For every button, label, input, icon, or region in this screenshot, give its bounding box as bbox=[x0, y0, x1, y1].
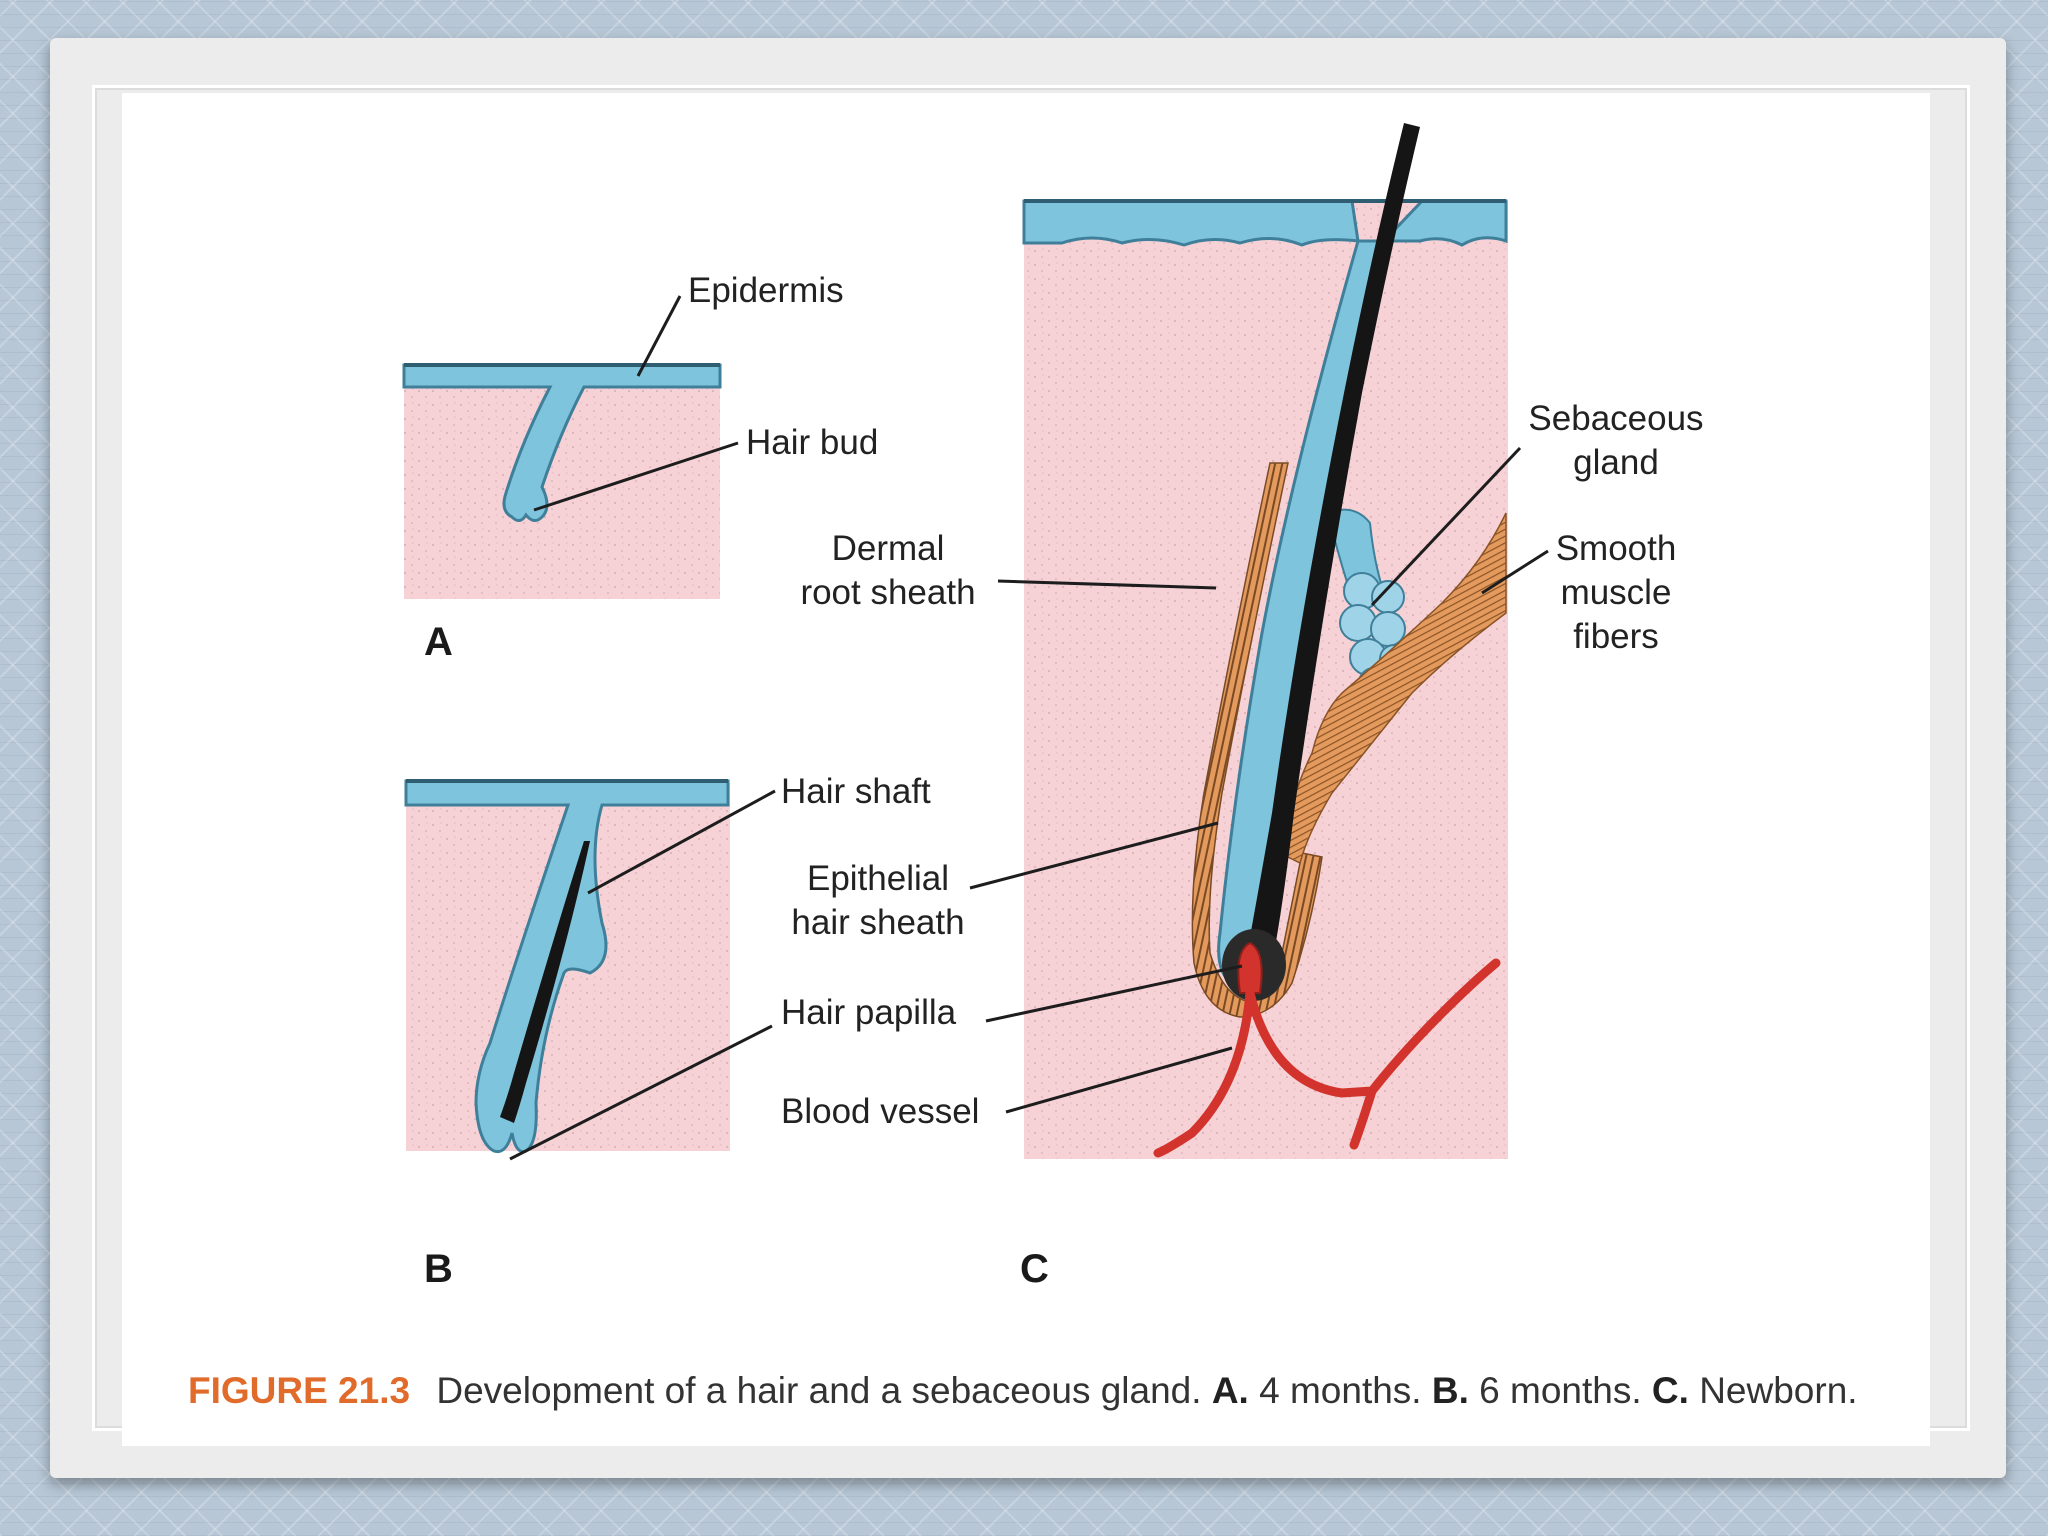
panel-a-epidermis bbox=[402, 363, 722, 522]
label-hair-shaft: Hair shaft bbox=[781, 772, 931, 811]
panel-c-illustration bbox=[1022, 123, 1508, 1159]
caption-b-text: 6 months. bbox=[1479, 1370, 1642, 1411]
caption-text: Development of a hair and a sebaceous gl… bbox=[436, 1370, 1202, 1411]
label-hair-bud: Hair bud bbox=[746, 423, 878, 462]
caption-c-label: C. bbox=[1651, 1370, 1689, 1411]
caption-c-text: Newborn. bbox=[1699, 1370, 1858, 1411]
panel-c-dermal-root-sheath bbox=[1191, 462, 1323, 1018]
label-smooth-muscle-line2: muscle bbox=[1561, 573, 1672, 612]
figure-number: FIGURE 21.3 bbox=[188, 1370, 411, 1411]
leader-sebaceous-gland bbox=[1370, 446, 1522, 607]
leader-hair-bud bbox=[533, 441, 739, 512]
leader-hair-papilla-c bbox=[985, 964, 1243, 1023]
panel-letter-b: B bbox=[424, 1247, 453, 1291]
label-sebaceous-gland-line2: gland bbox=[1573, 443, 1659, 482]
panel-letter-a: A bbox=[424, 620, 453, 664]
label-dermal-root-sheath-line2: root sheath bbox=[800, 573, 975, 612]
panel-c-hair-shaft bbox=[1246, 123, 1420, 963]
label-dermal-root-sheath-line1: Dermal bbox=[832, 529, 945, 568]
hair-development-diagram: Epidermis Hair bud Dermal root sheath Se… bbox=[402, 123, 1704, 1291]
label-epithelial-hair-sheath-line2: hair sheath bbox=[791, 903, 964, 942]
caption-a-label: A. bbox=[1211, 1370, 1249, 1411]
figure-card: Epidermis Hair bud Dermal root sheath Se… bbox=[122, 93, 1930, 1446]
leader-dermal-root-sheath bbox=[997, 579, 1217, 590]
label-blood-vessel: Blood vessel bbox=[781, 1092, 979, 1131]
leader-epidermis bbox=[636, 295, 682, 377]
leader-blood-vessel bbox=[1005, 1046, 1233, 1114]
label-epidermis: Epidermis bbox=[688, 271, 844, 310]
label-smooth-muscle-line3: fibers bbox=[1573, 617, 1659, 656]
panel-c-hair-papilla bbox=[1237, 941, 1263, 994]
figure-caption: FIGURE 21.3 Development of a hair and a … bbox=[188, 1370, 1888, 1412]
panel-a-illustration bbox=[402, 363, 722, 599]
caption-a-text: 4 months. bbox=[1259, 1370, 1422, 1411]
label-sebaceous-gland-line1: Sebaceous bbox=[1528, 399, 1703, 438]
panel-b-hair-shaft bbox=[500, 841, 590, 1123]
label-smooth-muscle-line1: Smooth bbox=[1556, 529, 1677, 568]
panel-b-illustration bbox=[404, 779, 730, 1154]
leader-smooth-muscle-fibers bbox=[1481, 549, 1549, 595]
panel-c-epidermis bbox=[1022, 199, 1508, 247]
label-hair-papilla: Hair papilla bbox=[781, 993, 957, 1032]
label-epithelial-hair-sheath-line1: Epithelial bbox=[807, 859, 949, 898]
leader-epithelial-hair-sheath bbox=[969, 821, 1219, 890]
leader-hair-papilla-b bbox=[509, 1024, 773, 1161]
leader-hair-shaft bbox=[587, 789, 776, 895]
panel-letter-c: C bbox=[1020, 1247, 1049, 1291]
panel-c-blood-vessel bbox=[1153, 988, 1255, 1158]
caption-b-label: B. bbox=[1431, 1370, 1469, 1411]
